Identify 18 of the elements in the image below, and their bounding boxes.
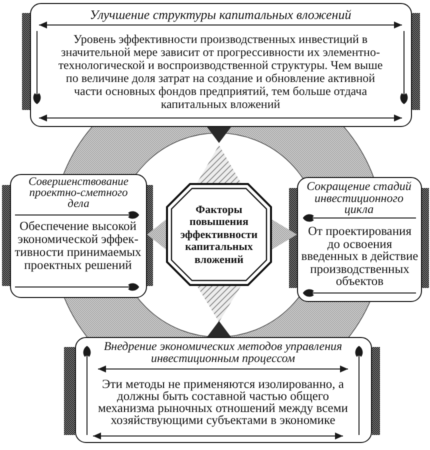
connector-arrow	[147, 220, 166, 250]
connector-arrow	[197, 286, 241, 337]
connector-arrow	[197, 127, 241, 183]
card-text: От проектирования до освоения введенных в действие производственных объектов	[300, 225, 419, 288]
card-heading: Внедрение экономических методов управления инвестиционным процессом	[102, 341, 344, 364]
text-card	[30, 3, 412, 127]
octagon-frame	[166, 183, 272, 286]
card-text: Уровень эффективности производственных инвестиций в значительной мере зависит от прогрессивности их элементно-технологической и воспроизводственной структуры. Чем выше по величине доля затрат на создание и обновление активной части основных фондов предприятий, тем больше отдача капитальных вложений	[57, 33, 384, 111]
text-card	[297, 177, 422, 302]
connector-arrow	[272, 220, 297, 250]
card-heading: Улучшение структуры капитальных вложений	[88, 8, 352, 22]
card-text: Эти методы не применяются изолированно, а должны быть составной частью общего механизма рыночных отношений между всеми хозяйствующими субъектами в экономике	[97, 378, 349, 426]
text-card	[75, 337, 372, 443]
center-title: Факторы повышения эффективности капитальных вложений	[179, 203, 259, 266]
card-heading: Сокращение стадий инвестиционного цикла	[306, 181, 412, 216]
text-card	[10, 174, 147, 298]
card-heading: Совершенствование проектно-сметного дела	[27, 177, 130, 210]
card-text: Обеспечение высокой экономической эффек-тивности принимаемых проектных решений	[14, 220, 142, 272]
